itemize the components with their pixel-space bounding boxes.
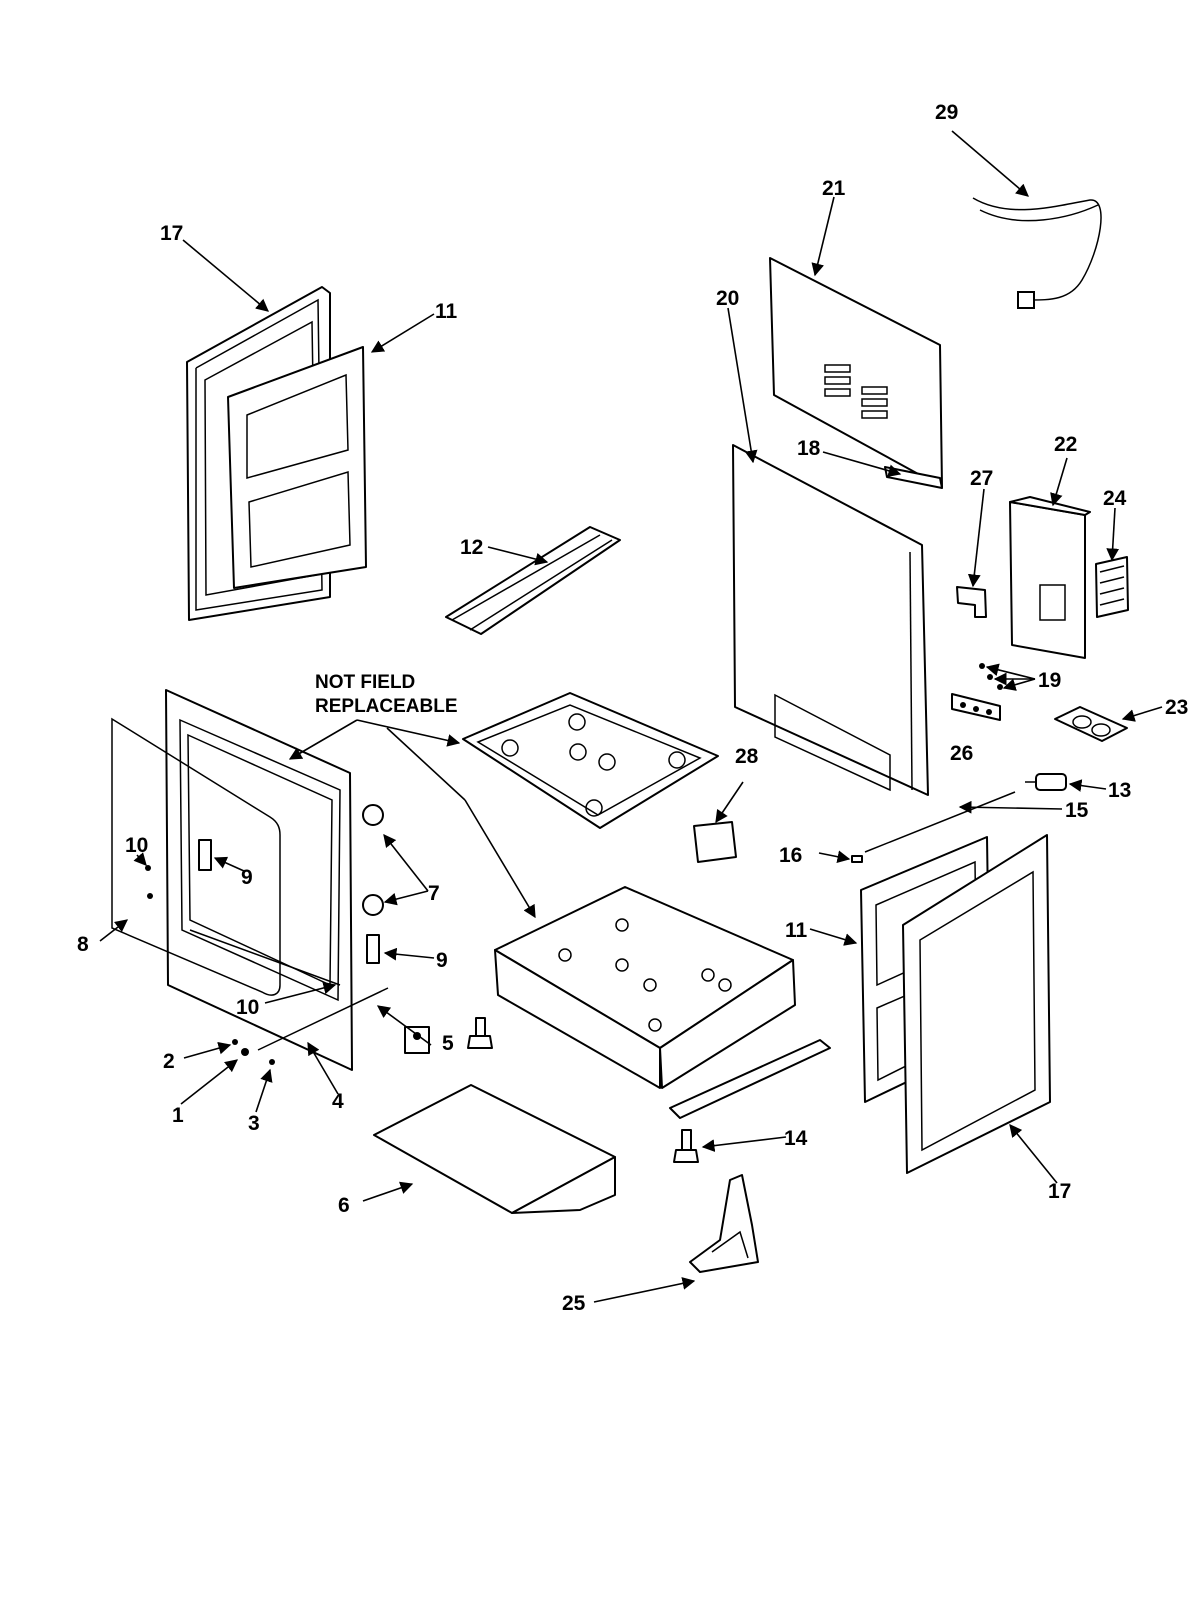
callout-25: 25: [562, 1292, 586, 1315]
callout-17-top: 17: [160, 222, 183, 245]
callout-22: 22: [1054, 433, 1077, 456]
callout-9-lower: 9: [436, 949, 448, 972]
part-15-rod: [864, 791, 1016, 853]
callout-6: 6: [338, 1194, 350, 1217]
callout-10-upper: 10: [125, 834, 148, 857]
callout-12: 12: [460, 536, 483, 559]
callout-20: 20: [716, 287, 739, 310]
callout-27: 27: [970, 467, 993, 490]
callout-21: 21: [822, 177, 846, 200]
part-10-screw-2: [147, 893, 153, 899]
part-24-grille: [1095, 556, 1129, 618]
callout-8: 8: [77, 933, 89, 956]
callout-10-lower: 10: [236, 996, 259, 1019]
callout-7: 7: [428, 882, 440, 905]
part-7-knobs: [362, 804, 384, 916]
callout-23: 23: [1165, 696, 1188, 719]
part-8-door-gasket: [111, 717, 281, 996]
chassis-base: [494, 886, 831, 1119]
callout-5: 5: [442, 1032, 454, 1055]
callout-11-lower: 11: [785, 919, 808, 942]
callout-4: 4: [332, 1090, 344, 1113]
callout-15: 15: [1065, 799, 1089, 822]
callout-16: 16: [779, 844, 802, 867]
callout-1: 1: [172, 1104, 184, 1127]
callout-14: 14: [784, 1127, 808, 1150]
callout-26: 26: [950, 742, 973, 765]
callout-19: 19: [1038, 669, 1061, 692]
part-22-box-cover: [1009, 496, 1091, 659]
part-16-pin: [851, 855, 863, 863]
callout-3: 3: [248, 1112, 260, 1135]
part-27-clip: [956, 586, 987, 618]
note-not-field-line1: NOT FIELD: [315, 672, 415, 693]
part-12-bracket: [445, 526, 621, 635]
part-6-bottom-panel: [373, 1084, 616, 1214]
part-29-power-cord: [972, 197, 1102, 309]
callout-9-upper: 9: [241, 866, 253, 889]
part-20-back-panel: [732, 444, 929, 796]
callout-18: 18: [797, 437, 821, 460]
callout-24: 24: [1103, 487, 1127, 510]
callout-29: 29: [935, 101, 958, 124]
part-13-connector: [1025, 773, 1067, 791]
part-11-inner-panel-left: [227, 346, 367, 589]
part-17-side-panel-right: [902, 834, 1051, 1174]
callout-28: 28: [735, 745, 759, 768]
note-not-field-line2: REPLACEABLE: [315, 696, 458, 717]
leader-lines: [99, 130, 1163, 1303]
part-19-screws: [979, 663, 1003, 690]
callout-11-top: 11: [435, 300, 458, 323]
part-28-label: [693, 821, 737, 863]
part-10-screw: [145, 865, 151, 871]
callout-labels: 29 21 17 20 11 18 22 27 24 12 19 23 26 2…: [77, 101, 1188, 1315]
oven-bottom-tray: [462, 692, 719, 829]
callout-17-bottom: 17: [1048, 1180, 1071, 1203]
part-26-terminal-block: [951, 693, 1001, 721]
callout-2: 2: [163, 1050, 175, 1073]
part-25-anti-tip-bracket: [689, 1174, 759, 1273]
part-4-rail: [257, 987, 389, 1051]
leveling-leg-left: [467, 1017, 493, 1049]
part-9-hinges: [198, 839, 380, 964]
part-3-nut: [269, 1059, 275, 1065]
part-1-screw: [241, 1048, 249, 1056]
callout-13: 13: [1108, 779, 1131, 802]
part-14-leg: [673, 1129, 699, 1163]
part-2-washer: [232, 1039, 238, 1045]
part-21-rear-panel: [769, 257, 943, 488]
part-23-plate: [1054, 706, 1128, 742]
